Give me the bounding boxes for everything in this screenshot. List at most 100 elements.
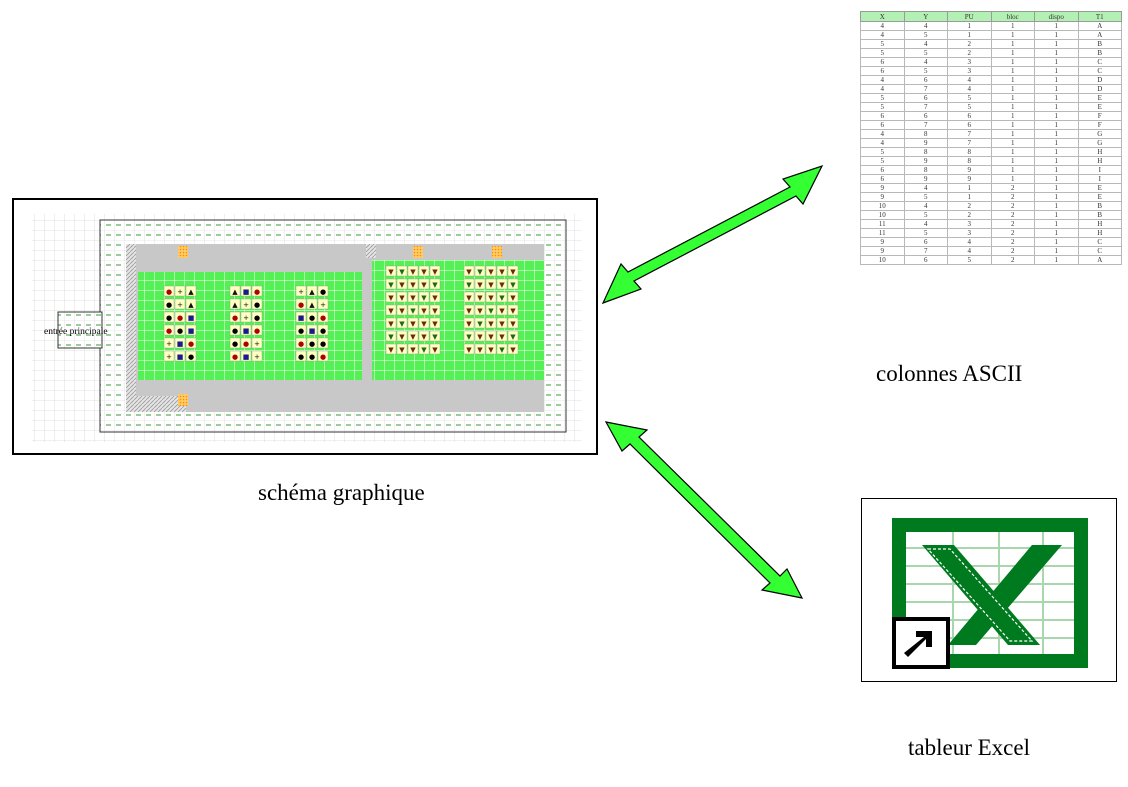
ascii-cell: I [1077,165,1122,175]
storage-cell [295,298,307,310]
storage-symbol: ▼ [466,333,472,341]
ascii-cell: G [1077,138,1122,148]
ascii-cell: B [1077,39,1122,49]
storage-symbol: ▼ [410,346,416,354]
storage-symbol: ● [320,340,326,348]
storage-symbol: ▼ [488,333,494,341]
storage-cell [306,350,318,362]
ascii-cell: 2 [947,39,992,49]
ascii-cell: 2 [947,210,992,220]
storage-symbol: ● [320,288,326,296]
storage-symbol: ▼ [477,307,483,315]
ascii-cell: 2 [990,201,1035,211]
double-arrow-schema-ascii [601,164,824,305]
ascii-cell: 7 [903,84,948,94]
ascii-cell: A [1077,255,1122,265]
storage-symbol: ▼ [499,268,505,276]
storage-cell [496,330,508,342]
ascii-cell: 4 [903,57,948,67]
ascii-cell: 1 [990,111,1035,121]
ascii-cell: 1 [1034,210,1079,220]
ascii-cell: D [1077,84,1122,94]
storage-cell [418,278,430,290]
ascii-cell: 1 [1034,183,1079,193]
ascii-cell: 4 [947,246,992,256]
storage-cell [485,330,497,342]
storage-symbol: ▲ [232,288,238,296]
ascii-cell: 4 [860,75,905,85]
storage-cell [385,317,397,329]
storage-cell [429,330,441,342]
storage-cell [463,304,475,316]
ascii-cell: 5 [903,192,948,202]
storage-symbol: ▼ [499,294,505,302]
storage-symbol: ▼ [499,320,505,328]
ascii-cell: 10 [860,201,905,211]
storage-cell [485,343,497,355]
ascii-cell: 6 [860,57,905,67]
ascii-cell: 8 [903,129,948,139]
ascii-col-header: PU [947,11,992,22]
storage-cell [229,350,241,362]
storage-cell [251,298,263,310]
ascii-cell: 1 [1034,84,1079,94]
ascii-cell: 9 [860,237,905,247]
storage-cell [317,324,329,336]
ascii-cell: 3 [947,219,992,229]
storage-symbol: + [166,340,172,348]
storage-symbol: ▼ [410,320,416,328]
storage-cell [463,343,475,355]
storage-symbol: ▼ [421,294,427,302]
ascii-cell: 8 [903,165,948,175]
storage-cell [418,343,430,355]
storage-symbol: ■ [243,353,250,361]
storage-symbol: ▼ [432,268,438,276]
storage-cell [407,291,419,303]
storage-cell [429,265,441,277]
excel-icon-frame[interactable] [861,498,1117,682]
storage-symbol: ▼ [421,281,427,289]
excel-caption: tableur Excel [908,735,1030,760]
storage-cell [474,291,486,303]
storage-cell [396,330,408,342]
loading-dock-1 [178,246,188,258]
storage-symbol: ▼ [388,268,394,276]
ascii-cell: 9 [947,174,992,184]
storage-symbol: ▼ [388,333,394,341]
ascii-cell: 4 [903,39,948,49]
ascii-cell: 4 [860,21,905,31]
ascii-cell: 1 [1034,138,1079,148]
ascii-cell: 1 [1034,201,1079,211]
storage-symbol: ▼ [432,346,438,354]
ascii-cell: E [1077,93,1122,103]
storage-symbol: ▼ [499,333,505,341]
storage-symbol: ▼ [388,320,394,328]
ascii-cell: 6 [903,93,948,103]
storage-symbol: ▼ [466,268,472,276]
storage-cell [306,298,318,310]
ascii-cell: 7 [903,246,948,256]
ascii-cell: 8 [903,147,948,157]
storage-symbol: ■ [309,327,316,335]
storage-symbol: ▼ [488,268,494,276]
ascii-cell: 6 [860,66,905,76]
storage-symbol: ▼ [466,294,472,302]
storage-symbol: ● [232,327,238,335]
ascii-cell: 1 [990,129,1035,139]
storage-symbol: ▼ [510,268,516,276]
storage-cell [185,298,197,310]
ascii-cell: 2 [947,48,992,58]
storage-symbol: ▼ [510,333,516,341]
ascii-cell: 1 [1034,30,1079,40]
storage-symbol: ● [166,314,172,322]
storage-symbol: ▼ [432,281,438,289]
ascii-cell: 4 [903,21,948,31]
